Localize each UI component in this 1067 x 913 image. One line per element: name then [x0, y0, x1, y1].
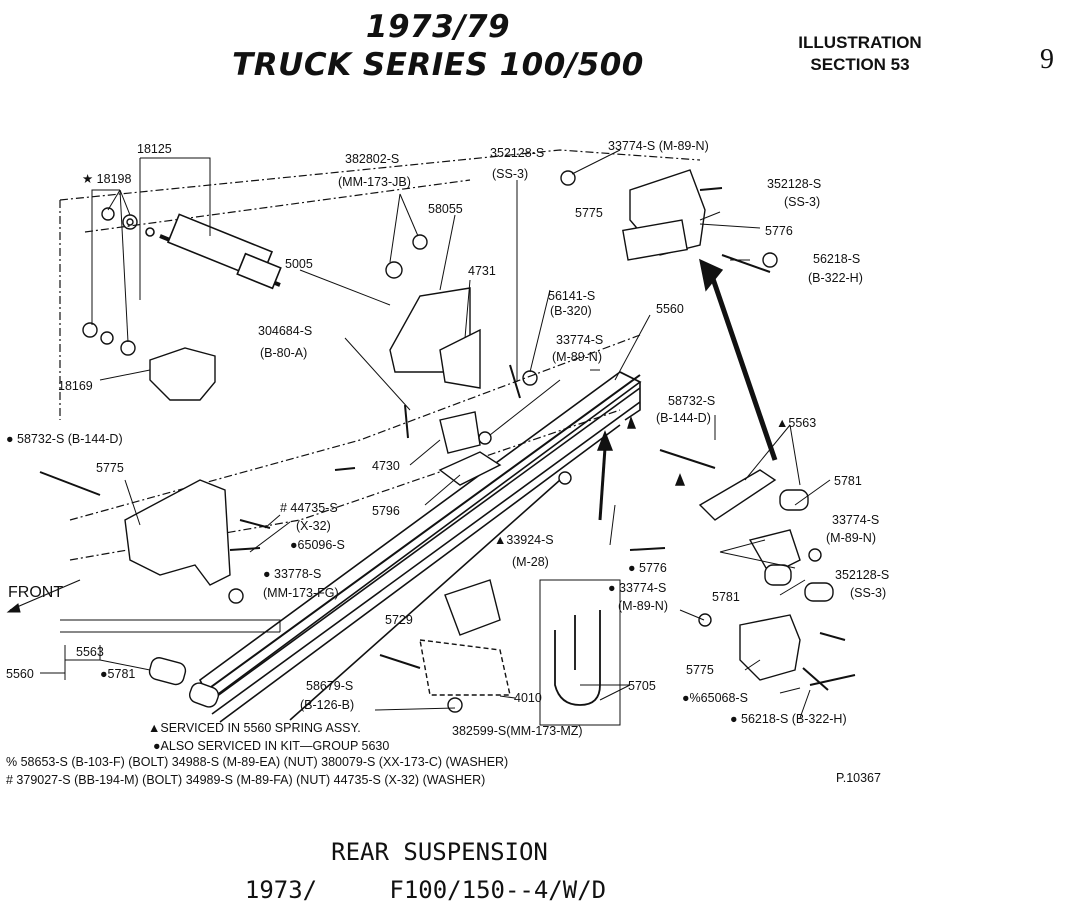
label-56218-top-code: (B-322-H) [808, 271, 863, 285]
label-5729: 5729 [385, 613, 413, 627]
label-56218-top: 56218-S [813, 252, 860, 266]
label-5775-top: 5775 [575, 206, 603, 220]
label-33774-low: ● 33774-S [608, 581, 666, 595]
label-58055: 58055 [428, 202, 463, 216]
label-304684-code: (B-80-A) [260, 346, 307, 360]
label-4730: 4730 [372, 459, 400, 473]
frame-rail [59, 149, 701, 561]
spring-shackle [698, 469, 777, 521]
label-18169: 18169 [58, 379, 93, 393]
spring-plate [438, 451, 502, 486]
label-352128-low: 352128-S [835, 568, 889, 582]
label-5560-top: 5560 [656, 302, 684, 316]
bolts [39, 187, 856, 691]
leaf-spring [198, 371, 642, 723]
rear-suspension-diagram: 18125 ★ 18198 382802-S (MM-173-JB) 35212… [6, 139, 889, 787]
note-percent-hardware: % 58653-S (B-103-F) (BOLT) 34988-S (M-89… [6, 755, 508, 769]
part-labels: 18125 ★ 18198 382802-S (MM-173-JB) 35212… [6, 139, 889, 738]
axle-housing [419, 639, 511, 696]
label-33778: ● 33778-S [263, 567, 321, 581]
label-33774-mid-code: (M-89-N) [552, 350, 602, 364]
label-352128-low-code: (SS-3) [850, 586, 886, 600]
label-44735-code: (X-32) [296, 519, 331, 533]
note-serviced-spring: ▲SERVICED IN 5560 SPRING ASSY. [148, 721, 361, 735]
label-5563-right: ▲5563 [776, 416, 816, 430]
shock-hardware [82, 207, 428, 356]
label-5560-left: 5560 [6, 667, 34, 681]
label-382802-code: (MM-173-JB) [338, 175, 411, 189]
front-indicator [6, 579, 81, 613]
illustration-ref: P.10367 [836, 771, 881, 785]
label-33774-top: 33774-S (M-89-N) [608, 139, 709, 153]
label-352128-top-code: (SS-3) [492, 167, 528, 181]
label-5005: 5005 [285, 257, 313, 271]
label-382802: 382802-S [345, 152, 399, 166]
label-4731: 4731 [468, 264, 496, 278]
label-58732-left: ● 58732-S (B-144-D) [6, 432, 123, 446]
front-spring-hanger [124, 479, 231, 586]
shock-absorber [145, 213, 282, 290]
label-5781-low: 5781 [712, 590, 740, 604]
label-56141-code: (B-320) [550, 304, 592, 318]
label-33774-right-code: (M-89-N) [826, 531, 876, 545]
section-label: SECTION 53 [810, 55, 910, 74]
label-352128-top: 352128-S [490, 146, 544, 160]
label-18198: ★ 18198 [82, 172, 131, 186]
title: 1973/79 TRUCK SERIES 100/500 [228, 8, 648, 84]
spring-bushings [148, 489, 834, 708]
label-18125: 18125 [137, 142, 172, 156]
bump-stop [439, 411, 481, 454]
label-5776-mid: ● 5776 [628, 561, 667, 575]
label-33774-mid: 33774-S [556, 333, 603, 347]
title-line-2: TRUCK SERIES 100/500 [232, 47, 644, 83]
label-56141: 56141-S [548, 289, 595, 303]
spring-clip-bracket [444, 579, 501, 636]
label-5781-left: ●5781 [100, 667, 135, 681]
label-44735: # 44735-S [280, 501, 338, 515]
caption-title: REAR SUSPENSION [331, 838, 548, 866]
illustration-section: ILLUSTRATION SECTION 53 [780, 32, 940, 76]
label-5775-front: 5775 [96, 461, 124, 475]
label-65068: ●%65068-S [682, 691, 748, 705]
leader-lines [40, 149, 831, 719]
label-58679-code: (B-126-B) [300, 698, 354, 712]
diagram-notes: ▲SERVICED IN 5560 SPRING ASSY. ●ALSO SER… [6, 721, 881, 787]
title-line-1: 1973/79 [365, 9, 511, 45]
note-hash-hardware: # 379027-S (BB-194-M) (BOLT) 34989-S (M-… [6, 773, 485, 787]
label-58732-right: 58732-S [668, 394, 715, 408]
label-5705: 5705 [628, 679, 656, 693]
label-58732-right-code: (B-144-D) [656, 411, 711, 425]
shock-bracket [149, 347, 216, 401]
label-front: FRONT [8, 584, 63, 601]
label-33778-code: (MM-173-FG) [263, 586, 339, 600]
u-bolts [539, 579, 621, 726]
label-352128-right: 352128-S [767, 177, 821, 191]
label-58679: 58679-S [306, 679, 353, 693]
label-33924: ▲33924-S [494, 533, 554, 547]
label-33774-low-code: (M-89-N) [618, 599, 668, 613]
note-serviced-kit: ●ALSO SERVICED IN KIT—GROUP 5630 [153, 739, 389, 753]
label-352128-right-code: (SS-3) [784, 195, 820, 209]
rear-spring-hanger-lower [739, 614, 801, 681]
label-5775-low: 5775 [686, 663, 714, 677]
label-382599: 382599-S(MM-173-MZ) [452, 724, 583, 738]
label-5796: 5796 [372, 504, 400, 518]
label-65096: ●65096-S [290, 538, 345, 552]
caption-model: 1973/ F100/150--4/W/D [244, 876, 607, 904]
page-number: 9 [1040, 44, 1054, 75]
assembly-arrows [596, 258, 778, 521]
label-5776-top: 5776 [765, 224, 793, 238]
label-304684: 304684-S [258, 324, 312, 338]
illustration-label: ILLUSTRATION [798, 33, 922, 52]
label-33924-code: (M-28) [512, 555, 549, 569]
label-5563-left: 5563 [76, 645, 104, 659]
label-33774-right: 33774-S [832, 513, 879, 527]
label-5781-right: 5781 [834, 474, 862, 488]
label-56218-low: ● 56218-S (B-322-H) [730, 712, 847, 726]
label-4010: 4010 [514, 691, 542, 705]
